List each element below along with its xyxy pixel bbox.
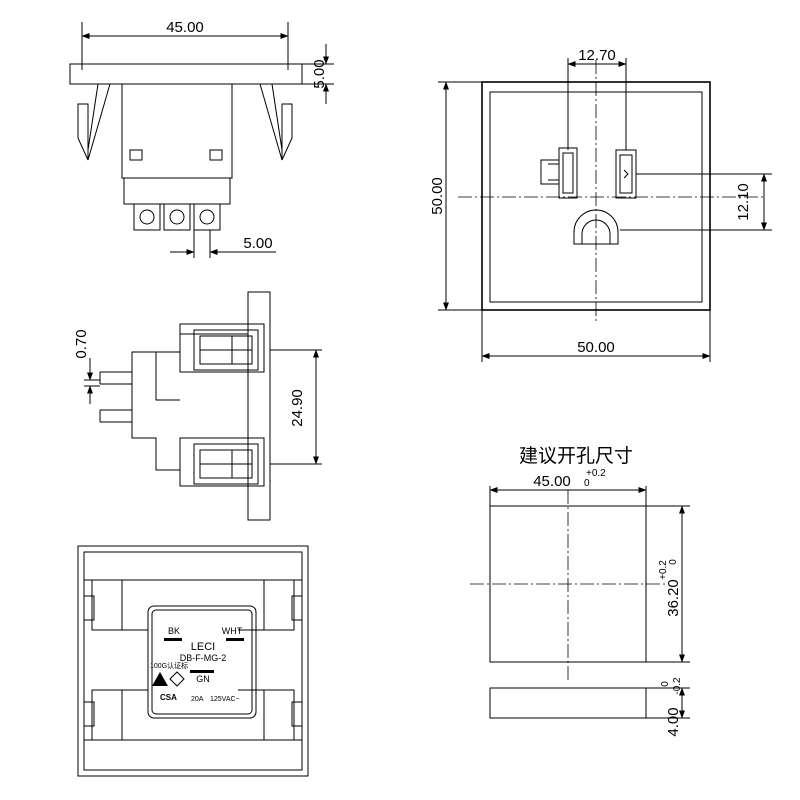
side-pin-thickness-dimension: 0.70 xyxy=(73,329,90,358)
front-width-dimension: 50.00 xyxy=(577,339,615,356)
front-hole-spacing-dimension: 12.70 xyxy=(578,47,616,64)
front-height-dimension: 50.00 xyxy=(429,177,446,215)
side-view: 0.70 24.90 xyxy=(73,291,322,521)
cutout-thickness-tol-lower: 0 xyxy=(660,681,671,687)
top-width-dimension: 45.00 xyxy=(166,19,204,36)
cutout-thickness-dimension: 4.00 xyxy=(665,707,682,736)
top-view: 45.00 5.00 5.00 xyxy=(69,19,334,258)
cutout-width-dimension: 45.00 xyxy=(533,473,571,490)
back-rating-current: 20A xyxy=(191,696,204,703)
cutout-view: 建议开孔尺寸 45.00 +0.2 0 36.20 +0.2 0 4.00 -0… xyxy=(470,445,690,737)
cutout-title: 建议开孔尺寸 xyxy=(519,445,633,467)
back-label-wht: WHT xyxy=(222,626,243,636)
top-pin-pitch-dimension: 5.00 xyxy=(243,235,272,252)
back-cert-text: 100G认证标 xyxy=(150,661,188,670)
back-model: DB-F-MG-2 xyxy=(180,653,227,663)
side-clip-spacing-dimension: 24.90 xyxy=(289,389,306,427)
cert-diamond-icon xyxy=(169,671,185,687)
back-rating-voltage: 125VAC~ xyxy=(210,696,240,703)
front-view: 12.70 50.00 50.00 12.10 xyxy=(429,47,772,362)
cutout-width-tol-lower: 0 xyxy=(584,478,590,489)
back-csa-mark: CSA xyxy=(160,693,177,702)
back-brand: LECI xyxy=(191,641,215,653)
back-view: BK WHT LECI DB-F-MG-2 100G认证标 GN CSA 20A… xyxy=(77,545,309,777)
back-label-gn: GN xyxy=(196,674,210,684)
back-label-bk: BK xyxy=(168,626,180,636)
cutout-height-tol-upper: +0.2 xyxy=(658,560,669,580)
cutout-width-tol-upper: +0.2 xyxy=(586,468,606,479)
cutout-height-dimension: 36.20 xyxy=(665,579,682,617)
warning-triangle-icon xyxy=(152,672,168,686)
cutout-height-tol-lower: 0 xyxy=(668,559,679,565)
front-offset-dimension: 12.10 xyxy=(735,183,752,221)
top-flange-dimension: 5.00 xyxy=(311,59,328,88)
cutout-thickness-tol-upper: -0.2 xyxy=(672,677,683,695)
